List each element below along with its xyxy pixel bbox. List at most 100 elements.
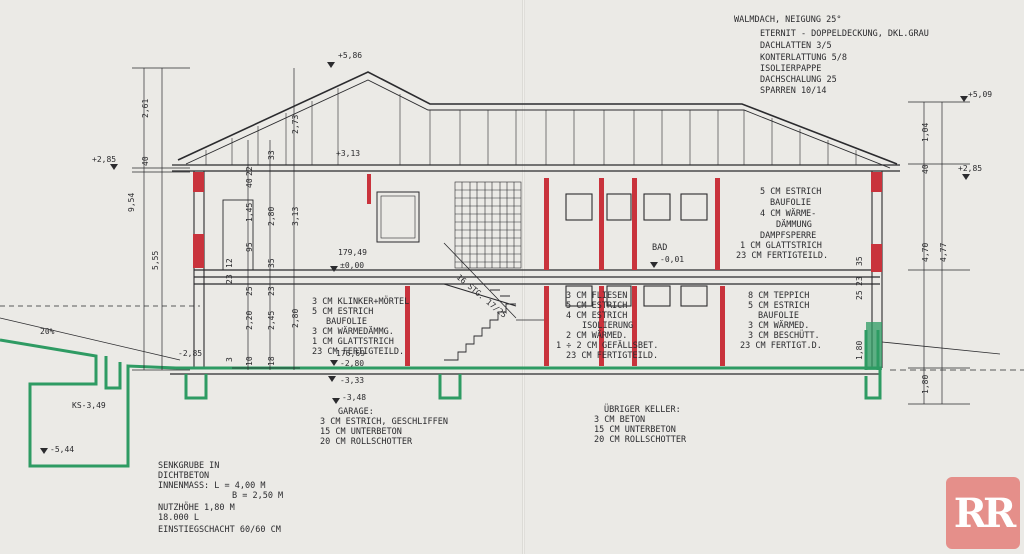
spec-line: 3 CM FLIESEN <box>566 291 627 301</box>
roof-spec-line: SPARREN 10/14 <box>760 86 827 96</box>
floor-spec-upper-right: 5 CM ESTRICH BAUFOLIE 4 CM WÄRME- DÄMMUN… <box>736 187 828 261</box>
slope-label: 20% <box>40 327 55 336</box>
ridge-level: +5,86 <box>338 51 362 60</box>
dim-right-6: 1,80 <box>855 341 864 360</box>
spec-line: 23 CM FERTIGTEILD. <box>566 351 658 361</box>
dim-left-c: 3 <box>225 357 234 362</box>
level-markers <box>40 62 970 454</box>
slab-under-level: -3,33 <box>340 376 364 385</box>
red-columns <box>193 172 882 366</box>
dim-right-3: 4,77 <box>939 243 948 262</box>
spec-line: 5 CM ESTRICH <box>748 301 809 311</box>
cellar-spec: ÜBRIGER KELLER: 3 CM BETON 15 CM UNTERBE… <box>594 404 687 445</box>
logo-text: RR <box>953 489 1017 537</box>
spec-line: BAUFOLIE <box>758 311 799 321</box>
dimension-lines <box>132 67 970 405</box>
eave-level-left: +2,85 <box>92 155 116 164</box>
dim-right-0: 1,04 <box>921 123 930 142</box>
floor-spec-middle: 3 CM KLINKER+MÖRTEL 5 CM ESTRICH BAUFOLI… <box>312 296 409 357</box>
spec-line: 1 CM GLATTSTRICH <box>312 337 394 347</box>
dim-right-7: 1,80 <box>921 375 930 394</box>
dim-left-eave: 40 <box>141 156 150 166</box>
spec-line: 20 CM ROLLSCHOTTER <box>594 435 687 445</box>
dim-right-4: 35 <box>855 256 864 266</box>
spec-line: 23 CM FERTIGTEILD. <box>312 347 404 357</box>
garage-spec: GARAGE: 3 CM ESTRICH, GESCHLIFFEN 15 CM … <box>320 407 448 447</box>
dim-mid-9: 35 <box>267 258 276 268</box>
dim-right-5: 25 <box>855 290 864 300</box>
spec-line: 2 CM WÄRMED. <box>566 330 627 341</box>
bath-level: -0,01 <box>660 255 684 264</box>
structure-lines <box>0 71 1024 375</box>
dim-mid-7: 95 <box>245 242 254 252</box>
dim-left-a: 23 <box>225 274 234 284</box>
dim-mid-12: 25 <box>245 286 254 296</box>
spec-line: 3 CM WÄRMED. <box>748 320 809 331</box>
dim-mid-3: 2,80 <box>291 309 300 328</box>
sewer-bottom-level: -5,44 <box>50 445 74 454</box>
spec-line: BAUFOLIE <box>770 198 811 208</box>
right-foundation-wall <box>866 322 882 370</box>
sewer-spec: SENKGRUBE IN DICHTBETON INNENMASS: L = 4… <box>158 461 283 535</box>
roof-spec-line: ETERNIT - DOPPELDECKUNG, DKL.GRAU <box>760 29 929 39</box>
spec-line: 15 CM UNTERBETON <box>320 427 402 437</box>
floor-spec-right: 8 CM TEPPICH 5 CM ESTRICH BAUFOLIE 3 CM … <box>740 291 822 351</box>
dim-right-8: 23 <box>855 276 864 286</box>
spec-line: 8 CM TEPPICH <box>748 291 809 301</box>
spec-line: DAMPFSPERRE <box>760 231 816 241</box>
spec-line: SENKGRUBE IN <box>158 461 219 471</box>
spec-line: DÄMMUNG <box>776 219 812 230</box>
spec-line: 18.000 L <box>158 513 199 523</box>
spec-line: 5 CM ESTRICH <box>312 307 373 317</box>
spec-line: 15 CM UNTERBETON <box>594 425 676 435</box>
dim-mid-5: 2,20 <box>245 311 254 330</box>
spec-line: 5 CM ESTRICH <box>566 301 627 311</box>
spec-line: 3 CM KLINKER+MÖRTEL <box>312 296 409 307</box>
dim-left-lower: 5,55 <box>151 251 160 270</box>
foundation-level: -3,48 <box>342 393 366 402</box>
spec-line: 1 ÷ 2 CM GEFÄLLSBET. <box>556 340 658 351</box>
glass-block-grid <box>454 181 522 269</box>
dim-mid-0: 2,73 <box>291 115 300 134</box>
dim-mid-14: 10 <box>245 356 254 366</box>
spec-line: 3 CM WÄRMEDÄMMG. <box>312 326 394 337</box>
left-small-level: -2,85 <box>178 349 202 358</box>
spec-line: 20 CM ROLLSCHOTTER <box>320 437 413 447</box>
ground-level-b: -2,80 <box>340 359 364 368</box>
spec-line: ÜBRIGER KELLER: <box>604 404 681 415</box>
spec-line: INNENMASS: L = 4,00 M <box>158 481 265 491</box>
dim-mid-10: 33 <box>267 150 276 160</box>
brand-logo: RR <box>946 477 1020 549</box>
dim-mid-13: 23 <box>267 286 276 296</box>
spec-line: GARAGE: <box>338 407 374 417</box>
roof-spec-line: ISOLIERPAPPE <box>760 64 821 74</box>
spec-line: 3 CM BESCHÜTT. <box>748 330 820 341</box>
eave-level-right: +2,85 <box>958 164 982 173</box>
spec-line: EINSTIEGSCHACHT 60/60 CM <box>158 525 281 535</box>
upper-ceiling-level: +3,13 <box>336 149 360 158</box>
dim-left-total: 9,54 <box>127 193 136 212</box>
spec-line: B = 2,50 M <box>232 491 283 501</box>
spec-line: 4 CM ESTRICH <box>566 311 627 321</box>
dim-mid-2: 2,80 <box>267 207 276 226</box>
spec-line: 3 CM ESTRICH, GESCHLIFFEN <box>320 417 448 427</box>
spec-line: NUTZHÖHE 1,80 M <box>158 502 235 513</box>
ridge-level-right: +5,09 <box>968 90 992 99</box>
spec-line: BAUFOLIE <box>326 317 367 327</box>
roof-spec-line: DACHLATTEN 3/5 <box>760 41 832 51</box>
sewer-top-level: KS-3,49 <box>72 401 106 410</box>
dim-mid-1: 3,13 <box>291 207 300 226</box>
floor-spec-center: 3 CM FLIESEN 5 CM ESTRICH 4 CM ESTRICH I… <box>556 291 658 361</box>
ground-level-a: 176,69 <box>336 349 365 358</box>
spec-line: 23 CM FERTIGT.D. <box>740 341 822 351</box>
dim-mid-4: 2,45 <box>267 311 276 330</box>
upper-floor-level-a: 179,49 <box>338 248 367 257</box>
spec-line: DICHTBETON <box>158 471 209 481</box>
dim-left-top: 2,61 <box>141 99 150 118</box>
bath-label: BAD <box>652 243 667 253</box>
dim-mid-11: 22 <box>245 166 254 176</box>
dim-mid-15: 18 <box>267 356 276 366</box>
spec-line: ISOLIERUNG <box>582 321 633 331</box>
roof-spec-line: KONTERLATTUNG 5/8 <box>760 53 847 63</box>
